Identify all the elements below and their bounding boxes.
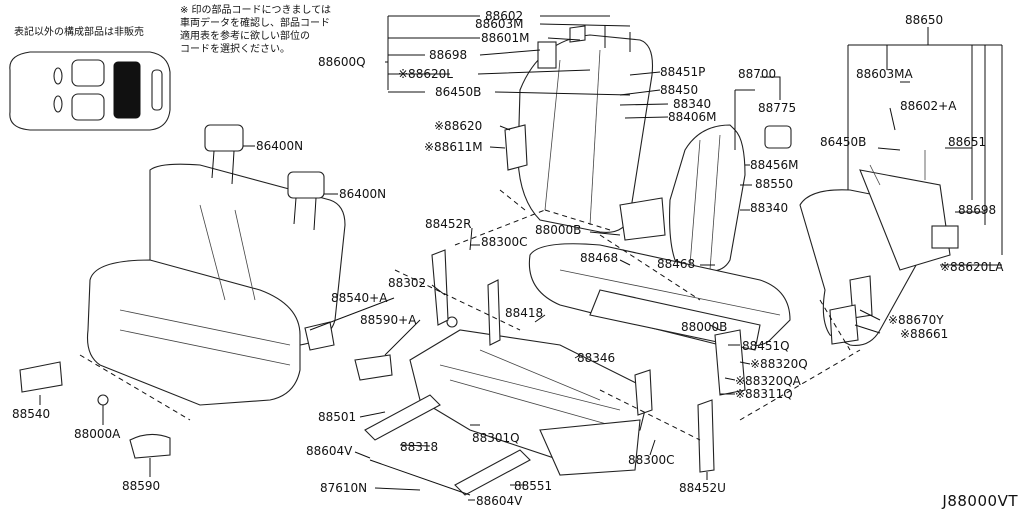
label-88540: 88540: [12, 407, 50, 421]
label-88602: 88602: [485, 9, 523, 23]
label-88698a: 88698: [429, 48, 467, 62]
label-88451Q: 88451Q: [742, 339, 790, 353]
label-88340a: 88340: [673, 97, 711, 111]
label-88603M: 88603M: [475, 17, 524, 31]
group-outline-dashed: [79, 189, 861, 441]
label-88000Bb: 88000B: [681, 320, 727, 334]
label-88650: 88650: [905, 13, 943, 27]
label-88551: 88551: [514, 479, 552, 493]
label-88468a: 88468: [580, 251, 618, 265]
seat-rails: [304, 321, 531, 496]
group-brackets: [385, 16, 1003, 255]
label-88000Ba: 88000B: [535, 223, 581, 237]
label-88661: ※88661: [900, 327, 948, 341]
label-88620La: ※88620L: [398, 67, 453, 81]
label-88451P: 88451P: [660, 65, 705, 79]
label-88300Ca: 88300C: [481, 235, 528, 249]
label-88452R: 88452R: [425, 217, 472, 231]
part-labels: 88602 88603M 88601M 88698 88600Q ※88620L…: [12, 9, 1004, 508]
label-88320QA: ※88320QA: [735, 374, 802, 388]
label-88406M: 88406M: [668, 110, 717, 124]
label-88300Cb: 88300C: [628, 453, 675, 467]
label-88611M: ※88611M: [424, 140, 483, 154]
label-88550: 88550: [755, 177, 793, 191]
label-86450Bb: 86450B: [820, 135, 866, 149]
label-88601M: 88601M: [481, 31, 530, 45]
label-86400Na: 86400N: [256, 139, 303, 153]
label-88775: 88775: [758, 101, 796, 115]
label-88468b: 88468: [657, 257, 695, 271]
label-88456M: 88456M: [750, 158, 799, 172]
label-88302: 88302: [388, 276, 426, 290]
label-88540A: 88540+A: [331, 291, 388, 305]
label-88501: 88501: [318, 410, 356, 424]
center-seatback: [517, 25, 654, 233]
leader-lines: [39, 15, 1002, 501]
label-88603MA: 88603MA: [856, 67, 914, 81]
label-88620LA: ※88620LA: [940, 260, 1004, 274]
left-bench-seat: [86, 124, 346, 406]
label-88590: 88590: [122, 479, 160, 493]
label-88700: 88700: [738, 67, 776, 81]
label-88450: 88450: [660, 83, 698, 97]
notice-part-code: ※ 印の部品コードにつきましては 車両データを確認し、部品コード 適用表を参考に…: [180, 5, 332, 55]
label-88670Y: ※88670Y: [888, 313, 944, 327]
small-parts: [19, 124, 873, 473]
label-88602A: 88602+A: [900, 99, 957, 113]
label-88600Q: 88600Q: [318, 55, 366, 69]
label-88604Vb: 88604V: [476, 494, 523, 508]
label-86450Ba: 86450B: [435, 85, 481, 99]
label-88340b: 88340: [750, 201, 788, 215]
label-88620: ※88620: [434, 119, 482, 133]
label-88651: 88651: [948, 135, 986, 149]
label-88604Va: 88604V: [306, 444, 353, 458]
label-88318: 88318: [400, 440, 438, 454]
notice-non-sale: 表記以外の構成部品は非販売: [14, 27, 144, 38]
label-88346: 88346: [577, 351, 615, 365]
label-86400Nb: 86400N: [339, 187, 386, 201]
label-88418: 88418: [505, 306, 543, 320]
label-88698b: 88698: [958, 203, 996, 217]
vehicle-locator-icon: [9, 51, 171, 131]
seat-frame: [409, 329, 651, 476]
label-87610N: 87610N: [320, 481, 367, 495]
label-88452U: 88452U: [679, 481, 726, 495]
label-88301Q: 88301Q: [472, 431, 520, 445]
right-seatback: [669, 124, 792, 272]
right-folding-seatback: [799, 150, 959, 346]
label-88590A: 88590+A: [360, 313, 417, 327]
label-88320Q: ※88320Q: [750, 357, 808, 371]
label-88311Q: ※88311Q: [735, 387, 793, 401]
label-88000A: 88000A: [74, 427, 121, 441]
diagram-code: J88000VT: [942, 492, 1018, 510]
